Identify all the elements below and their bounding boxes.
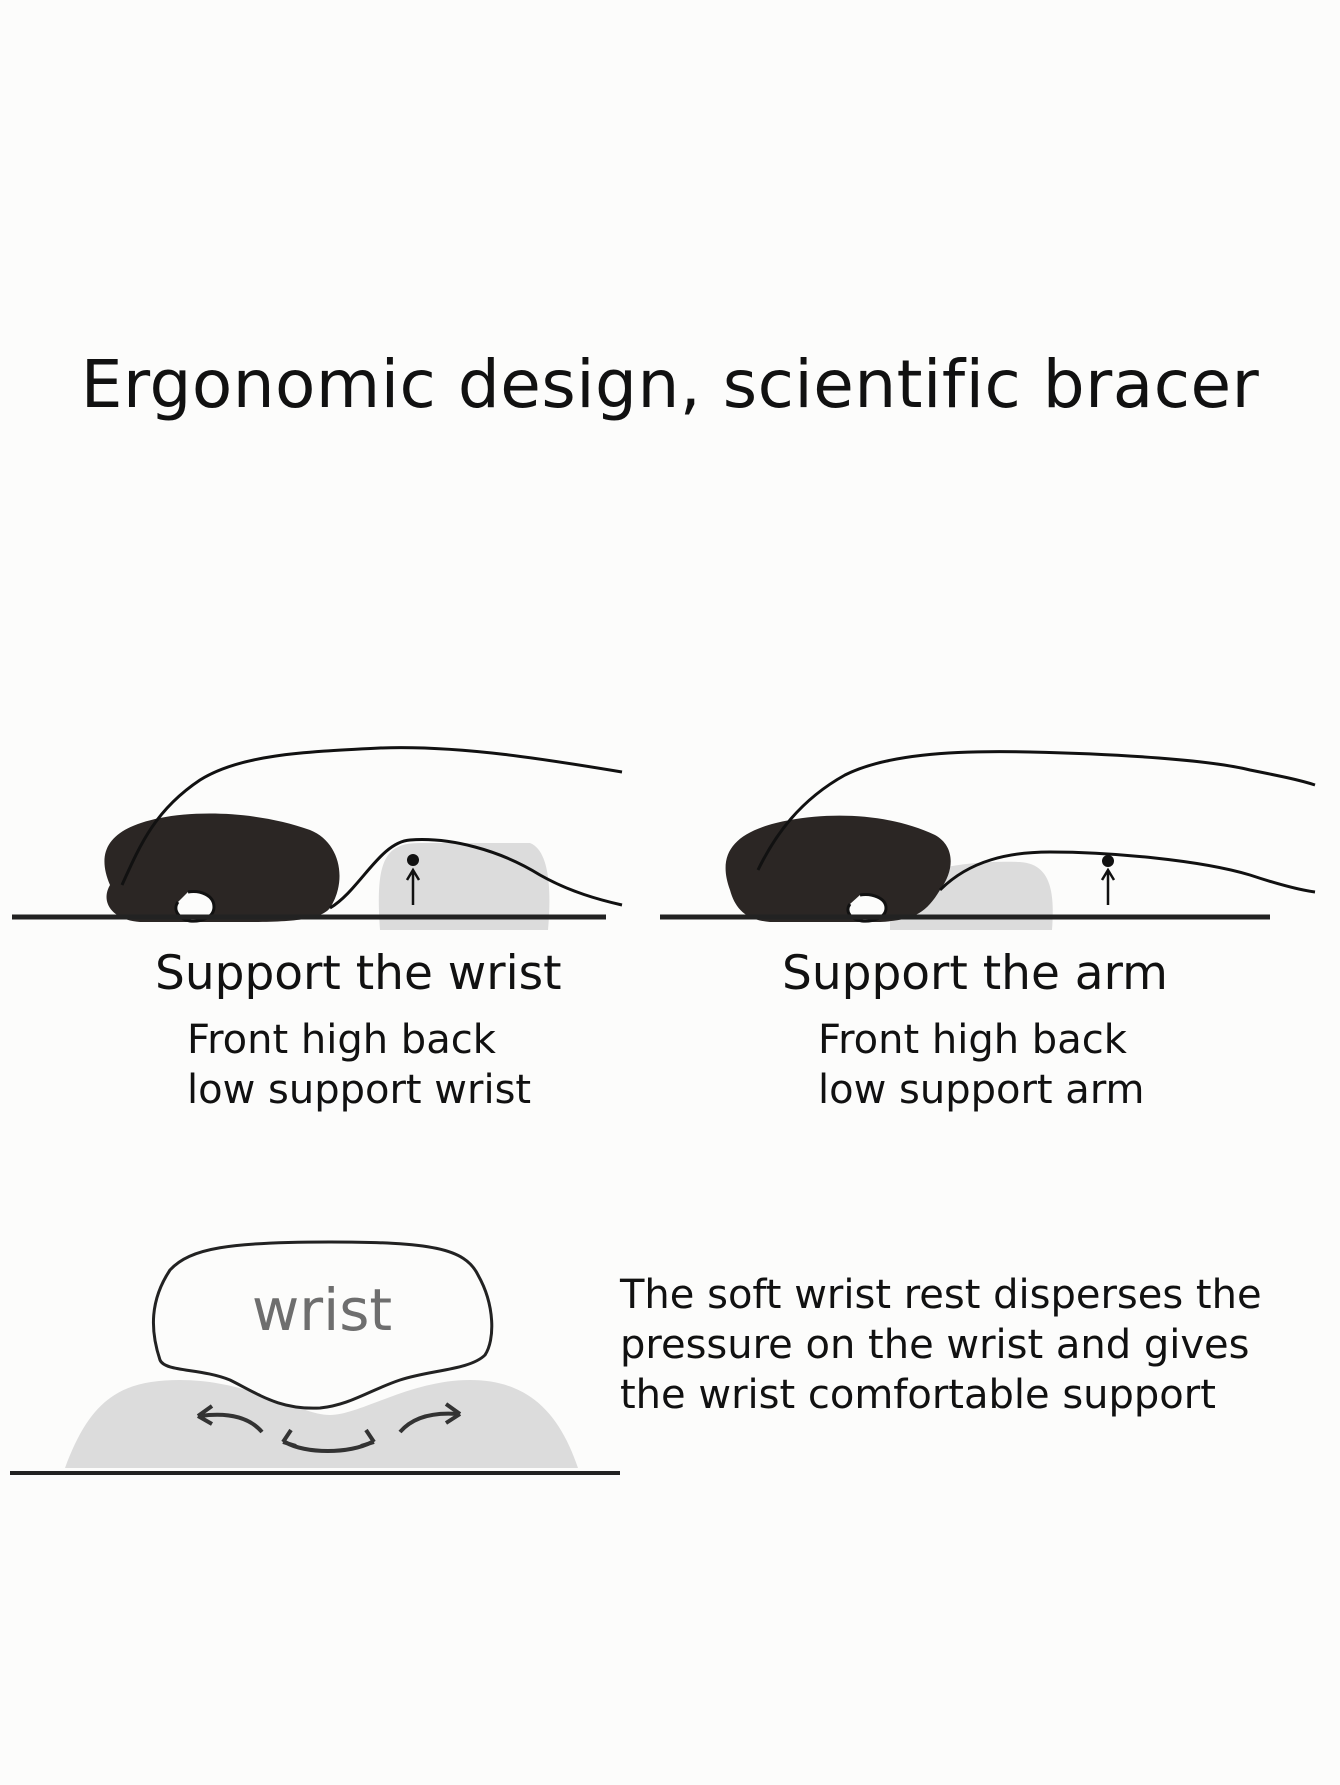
forearm-lower-outline [938,850,1316,894]
pressure-arrow-left-icon [199,1412,264,1434]
page-title: Ergonomic design, scientific bracer [80,346,1260,423]
description-line-1: The soft wrist rest disperses the [620,1272,1262,1318]
cross-section-description: The soft wrist rest disperses the pressu… [620,1270,1262,1420]
description-line-2: pressure on the wrist and gives [620,1322,1250,1368]
mouse-body [725,815,951,922]
wrist-support-illustration [12,746,623,930]
arm-sub-line-1: Front high back [818,1017,1127,1063]
hand-outline [120,746,623,886]
forearm-lower-outline [329,838,623,910]
wrist-cross-section-illustration: wrist [10,1240,620,1475]
wrist-label: wrist [252,1276,392,1344]
wrist-heading: Support the wrist [155,946,562,1001]
pivot-dot [407,854,419,866]
description-line-3: the wrist comfortable support [620,1372,1216,1418]
wrist-outline [151,1240,494,1410]
pivot-dot [1102,855,1114,867]
pressure-arrow-right-icon [398,1411,459,1434]
arm-sub-line-2: low support arm [818,1067,1145,1113]
wrist-sub-line-2: low support wrist [187,1067,532,1113]
arm-support-illustration [660,750,1316,930]
arm-heading: Support the arm [782,946,1168,1001]
wrist-sub-line-1: Front high back [187,1017,496,1063]
wrist-rest-pad [378,843,550,930]
mouse-body [104,813,340,922]
support-arrow-icon [405,867,421,905]
support-arrow-icon [1100,867,1116,905]
soft-rest-pad [65,1380,578,1468]
hand-outline [756,750,1316,871]
